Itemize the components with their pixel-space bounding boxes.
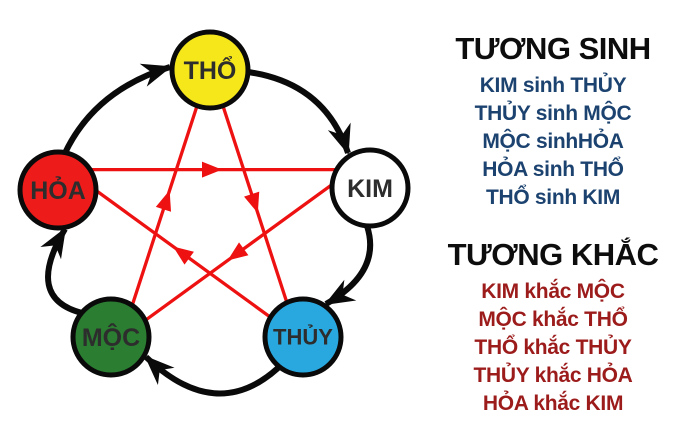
node-circle-tho [169, 29, 251, 111]
element-nodes: THỔ KIM THỦY MỘC HỎA [17, 29, 411, 378]
khac-arrowhead-thuy-hoa [173, 246, 194, 265]
node-moc: MỘC [70, 296, 152, 378]
node-circle-thuy [262, 296, 344, 378]
node-label-moc: MỘC [82, 322, 140, 352]
node-label-hoa: HỎA [30, 175, 86, 205]
tuong-khac-title: TƯƠNG KHẮC [447, 237, 659, 272]
sinh-rule: KIM sinh THỦY [479, 74, 627, 97]
khac-rule: THỔ khắc THỦY [474, 336, 632, 359]
sinh-arrow-kim-thuy [324, 225, 374, 307]
tuong-khac-list: KIM khắc MỘC MỘC khắc THỔ THỔ khắc THỦY THỦ… [438, 278, 668, 418]
khac-arrowhead-hoa-kim [202, 161, 222, 178]
five-elements-diagram: THỔ KIM THỦY MỘC HỎA [17, 29, 411, 397]
tuong-sinh-title: TƯƠNG SINH [455, 31, 651, 66]
sinh-rule: THỦY sinh MỘC [474, 102, 632, 125]
khac-rule: HỎA khắc KIM [482, 392, 624, 415]
node-circle-moc [70, 296, 152, 378]
khac-rule: THỦY khắc HỎA [473, 364, 633, 387]
node-tho: THỔ [169, 29, 251, 111]
sinh-rule: THỔ sinh KIM [485, 186, 621, 209]
khac-arrowhead-kim-moc [227, 242, 249, 261]
sinh-cycle-arrows [40, 63, 374, 397]
khac-arrowhead-tho-thuy [244, 191, 260, 214]
sinh-arrow-moc-hoa [40, 227, 83, 316]
khac-rule: MỘC khắc THỔ [478, 308, 628, 331]
node-label-thuy: THỦY [273, 325, 333, 350]
tuong-sinh-list: KIM sinh THỦY THỦY sinh MỘC MỘC sinhHỎA HỎA… [438, 72, 668, 212]
sinh-rule: MỘC sinhHỎA [482, 130, 624, 153]
khac-rule: KIM khắc MỘC [481, 280, 625, 303]
sinh-rule: HỎA sinh THỔ [482, 158, 624, 181]
khac-cycle-arrows [66, 65, 354, 339]
node-thuy: THỦY [262, 296, 344, 378]
khac-arrowhead-moc-tho [155, 190, 172, 212]
sinh-arrow-tho-kim [247, 69, 351, 155]
node-label-kim: KIM [347, 175, 393, 203]
node-kim: KIM [329, 147, 411, 229]
sinh-arrow-thuy-moc [143, 354, 281, 397]
node-label-tho: THỔ [184, 55, 237, 85]
node-hoa: HỎA [17, 149, 99, 231]
sinh-arrow-hoa-tho [62, 63, 172, 155]
cycles-panel: TƯƠNG SINH KIM sinh THỦY THỦY sinh MỘC MỘC… [438, 32, 668, 418]
